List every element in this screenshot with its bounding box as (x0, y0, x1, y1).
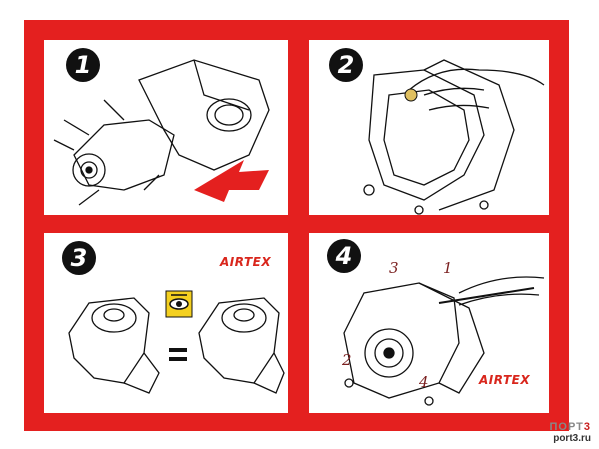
pump-installation-illustration (343, 276, 545, 406)
site-url: port3.ru (553, 433, 591, 444)
watermark-accent: 3 (583, 421, 591, 433)
torque-order-4: 4 (419, 373, 429, 391)
torque-order-2: 2 (342, 351, 352, 369)
pump-removal-illustration (53, 59, 270, 206)
step-2-panel: 2 (309, 40, 549, 215)
equals-icon (169, 348, 187, 352)
eye-inspection-icon (165, 290, 193, 318)
pump-comparison-illustration (68, 290, 285, 394)
instruction-frame: 1 2 (24, 20, 569, 431)
step-3-panel: 3 AIRTEX (44, 233, 288, 413)
step-1-panel: 1 (44, 40, 288, 215)
step-1-badge: 1 (66, 48, 100, 82)
airtex-logo: AIRTEX (479, 373, 531, 387)
watermark-main: ПОРТ (549, 421, 584, 433)
step-4-badge: 4 (327, 239, 361, 273)
direction-arrow-icon (194, 160, 269, 202)
step-2-badge: 2 (329, 48, 363, 82)
site-watermark: ПОРТ3 port3.ru (550, 421, 592, 445)
step-3-badge: 3 (62, 241, 96, 275)
torque-order-1: 1 (443, 259, 453, 277)
step-4-panel: 4 1 2 3 4 AIRTEX (309, 233, 549, 413)
torque-order-3: 3 (389, 259, 399, 277)
gasket-removal-illustration (363, 59, 545, 215)
airtex-logo: AIRTEX (220, 255, 272, 269)
